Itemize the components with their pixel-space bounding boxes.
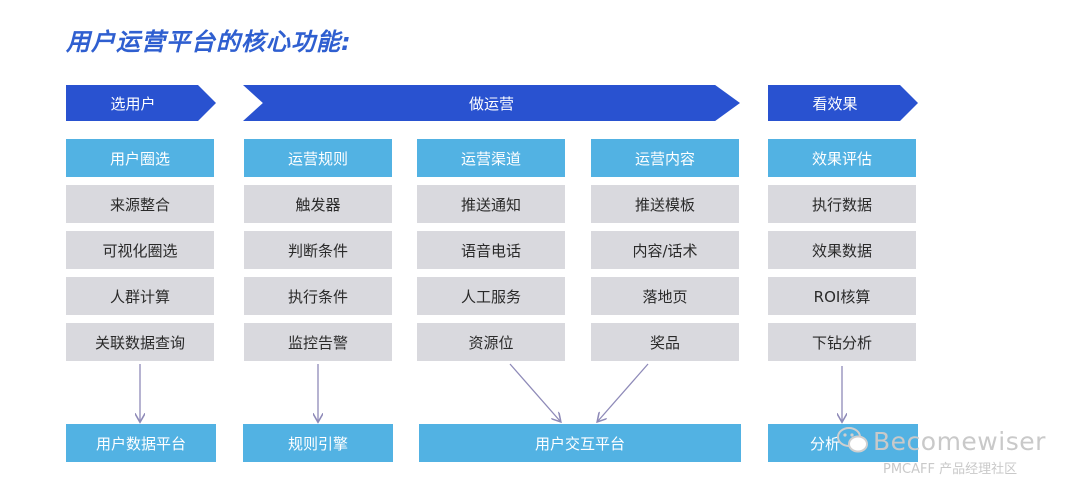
watermark-sub: PMCAFF 产品经理社区 bbox=[883, 462, 1018, 477]
column-item: 资源位 bbox=[417, 323, 565, 361]
column-item: 执行数据 bbox=[768, 185, 916, 223]
column-header: 运营渠道 bbox=[417, 139, 565, 177]
stage-label-operate: 做运营 bbox=[468, 94, 514, 113]
platform-user-interaction: 用户交互平台 bbox=[419, 424, 741, 462]
stage-arrow-operate: 做运营 bbox=[243, 85, 740, 121]
platform-user-data: 用户数据平台 bbox=[66, 424, 216, 462]
column-header: 效果评估 bbox=[768, 139, 916, 177]
watermark-name: Becomewiser bbox=[873, 427, 1046, 456]
connector-line bbox=[509, 363, 560, 421]
column-item: 执行条件 bbox=[244, 277, 392, 315]
column-header: 用户圈选 bbox=[66, 139, 214, 177]
column-item: ROI核算 bbox=[768, 277, 916, 315]
column-item: 来源整合 bbox=[66, 185, 214, 223]
column-item: 落地页 bbox=[591, 277, 739, 315]
stage-arrow-select: 选用户 bbox=[66, 85, 216, 121]
column-item: 内容/话术 bbox=[591, 231, 739, 269]
column-item: 推送模板 bbox=[591, 185, 739, 223]
column-item: 人工服务 bbox=[417, 277, 565, 315]
column-item: 推送通知 bbox=[417, 185, 565, 223]
column-header: 运营规则 bbox=[244, 139, 392, 177]
column-item: 语音电话 bbox=[417, 231, 565, 269]
platform-analysis-label: 分析 bbox=[810, 434, 841, 453]
wechat-icon bbox=[837, 427, 868, 453]
platform-rule-engine: 规则引擎 bbox=[243, 424, 393, 462]
column-item: 人群计算 bbox=[66, 277, 214, 315]
column-item: 下钻分析 bbox=[768, 323, 916, 361]
column-item: 可视化圈选 bbox=[66, 231, 214, 269]
column-item: 关联数据查询 bbox=[66, 323, 214, 361]
column-item: 监控告警 bbox=[244, 323, 392, 361]
stage-label-effect: 看效果 bbox=[812, 94, 858, 113]
connector-line bbox=[598, 363, 649, 421]
column-item: 判断条件 bbox=[244, 231, 392, 269]
stage-label-select: 选用户 bbox=[110, 94, 156, 113]
column-item: 效果数据 bbox=[768, 231, 916, 269]
page-title: 用户运营平台的核心功能: bbox=[66, 28, 352, 56]
column-header: 运营内容 bbox=[591, 139, 739, 177]
column-item: 奖品 bbox=[591, 323, 739, 361]
stage-arrow-effect: 看效果 bbox=[768, 85, 918, 121]
column-item: 触发器 bbox=[244, 185, 392, 223]
